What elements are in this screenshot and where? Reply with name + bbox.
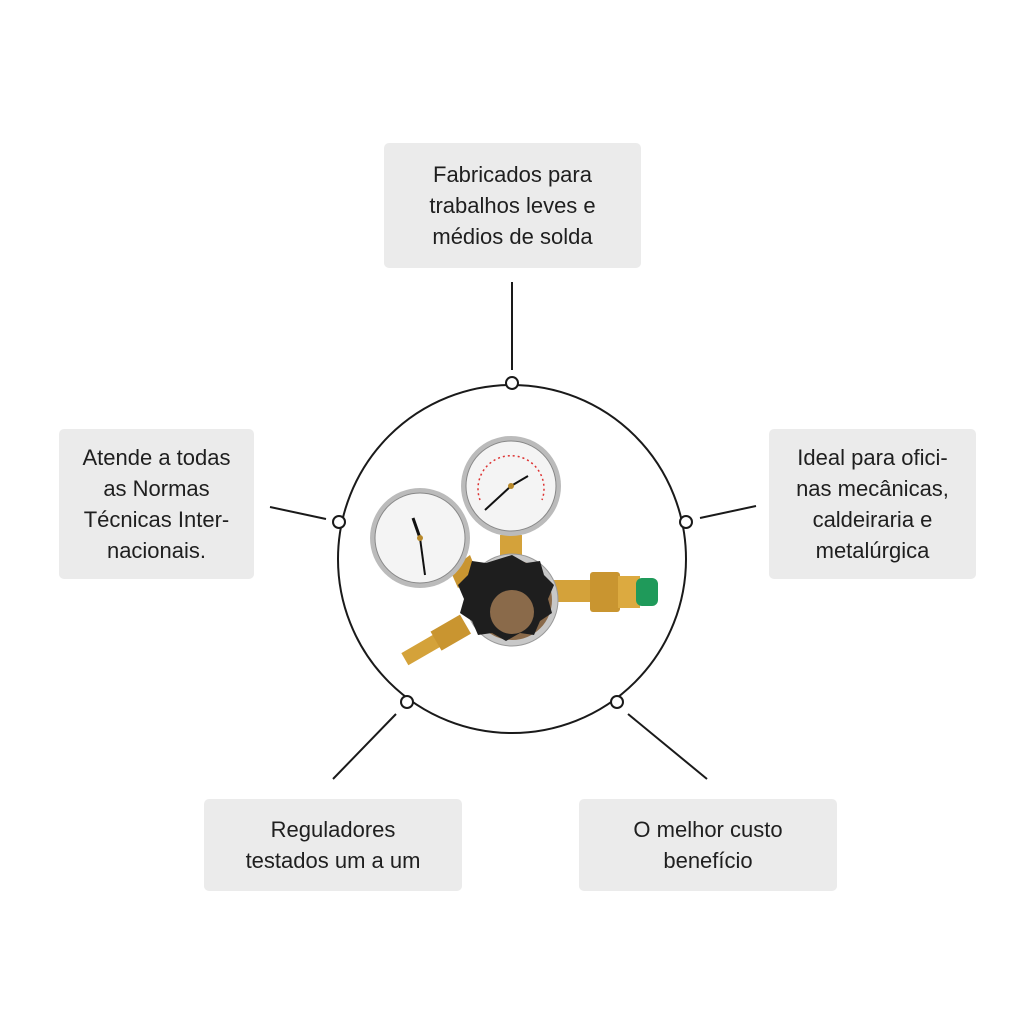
node-bottom-left: [400, 695, 414, 709]
node-left: [332, 515, 346, 529]
feature-text: O melhor custo: [633, 817, 783, 842]
feature-text: Reguladores: [270, 817, 396, 842]
feature-text: Atende a todas: [82, 445, 231, 470]
feature-text: benefício: [663, 848, 753, 873]
feature-text: médios de solda: [432, 224, 593, 249]
node-right: [679, 515, 693, 529]
feature-text: nacionais.: [106, 538, 207, 563]
connector-bottom-right: [627, 713, 708, 780]
feature-text: testados um a um: [245, 848, 421, 873]
feature-box-bottom-left: Reguladores testados um a um: [204, 799, 462, 891]
gas-regulator-image: [370, 436, 658, 666]
connector-left: [269, 506, 327, 520]
connector-bottom-left: [332, 713, 397, 780]
feature-box-top: Fabricados para trabalhos leves e médios d…: [384, 143, 641, 268]
feature-text: trabalhos leves e: [429, 193, 596, 218]
feature-text: Fabricados para: [433, 162, 592, 187]
feature-box-right: Ideal para ofici-nas mecânicas, caldeirar…: [769, 429, 976, 579]
feature-text: as Normas: [103, 476, 210, 501]
feature-text: Técnicas Inter-: [83, 507, 230, 532]
node-top: [505, 376, 519, 390]
feature-text: nas mecânicas,: [796, 476, 949, 501]
feature-text: Ideal para ofici-: [797, 445, 948, 470]
feature-box-bottom-right: O melhor custo benefício: [579, 799, 837, 891]
node-bottom-right: [610, 695, 624, 709]
feature-text: caldeiraria e: [812, 507, 933, 532]
feature-text: metalúrgica: [815, 538, 930, 563]
connector-right: [699, 505, 757, 519]
